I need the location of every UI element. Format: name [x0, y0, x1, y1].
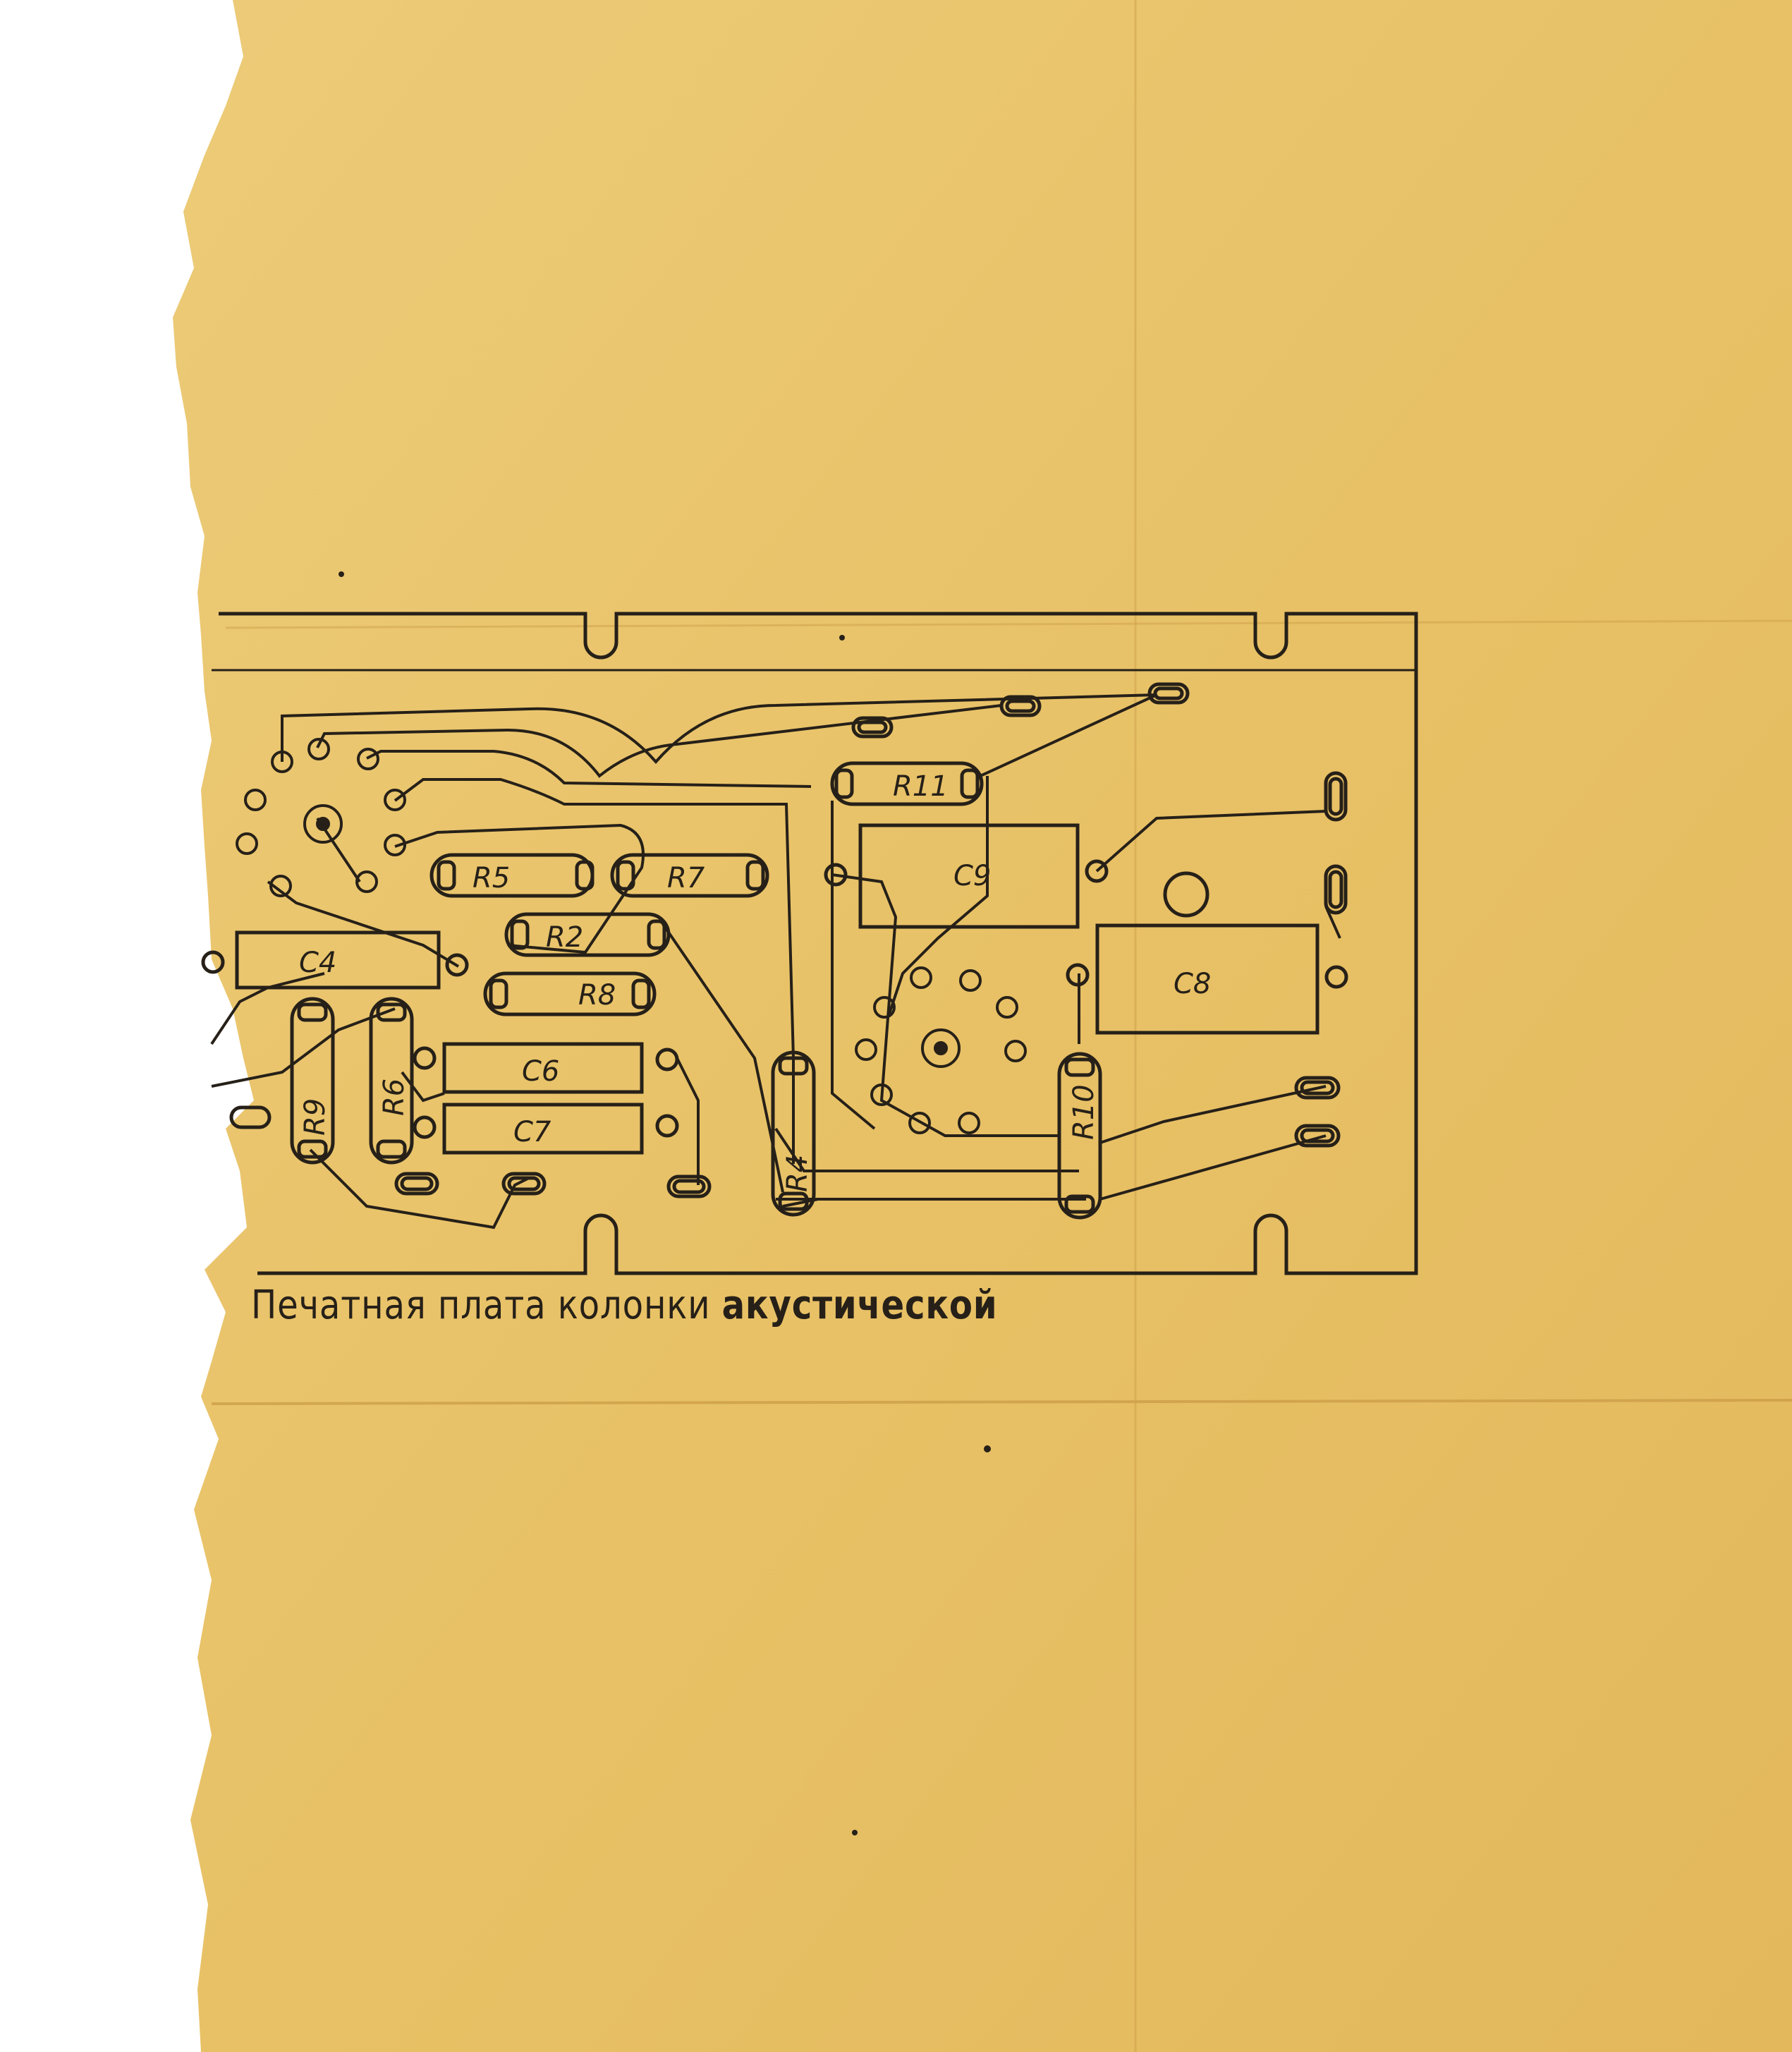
resistor-R2	[504, 912, 671, 957]
label-C7: C7	[513, 1116, 551, 1148]
fold-crease	[211, 1399, 1792, 1405]
label-R11: R11	[893, 770, 949, 803]
label-R10: R10	[1068, 1084, 1100, 1140]
resistor-R4	[771, 1050, 816, 1217]
label-R2: R2	[546, 921, 583, 954]
resistor-R5	[429, 853, 595, 898]
label-C9: C9	[953, 860, 991, 892]
caption-regular: Печатная плата колонки	[251, 1282, 711, 1328]
capacitor-C8	[1066, 923, 1348, 1035]
caption-bold: акустической	[721, 1282, 998, 1328]
resistor-R7	[610, 853, 769, 898]
resistor-R8	[483, 971, 657, 1016]
label-C6: C6	[522, 1055, 559, 1088]
resistor-R11	[830, 761, 984, 806]
capacitor-C7	[413, 1103, 679, 1155]
label-R5: R5	[473, 862, 510, 894]
fold-crease	[225, 619, 1792, 629]
capacitor-C6	[413, 1042, 679, 1094]
capacitor-C4	[201, 930, 469, 990]
resistor-R10	[1057, 1052, 1102, 1220]
label-C8: C8	[1174, 968, 1211, 1000]
label-R7: R7	[667, 862, 705, 894]
label-R8: R8	[578, 979, 616, 1012]
label-R4: R4	[781, 1155, 814, 1192]
label-R6: R6	[378, 1079, 410, 1116]
pads	[229, 682, 1348, 1198]
resistor-R9	[290, 997, 335, 1165]
pcb-drawing: R11 C9 R5 R7 R2	[201, 612, 1418, 1275]
resistor-R6	[369, 997, 414, 1165]
label-R9: R9	[299, 1098, 331, 1136]
capacitor-C9	[824, 823, 1109, 929]
figure-caption: Печатная плата колонки акустической	[251, 1282, 997, 1328]
label-C4: C4	[299, 947, 336, 979]
paper-body	[173, 0, 1792, 2052]
board-outline	[219, 612, 1418, 1275]
mounting-hole	[1163, 871, 1209, 918]
round-pads	[236, 738, 1027, 1134]
